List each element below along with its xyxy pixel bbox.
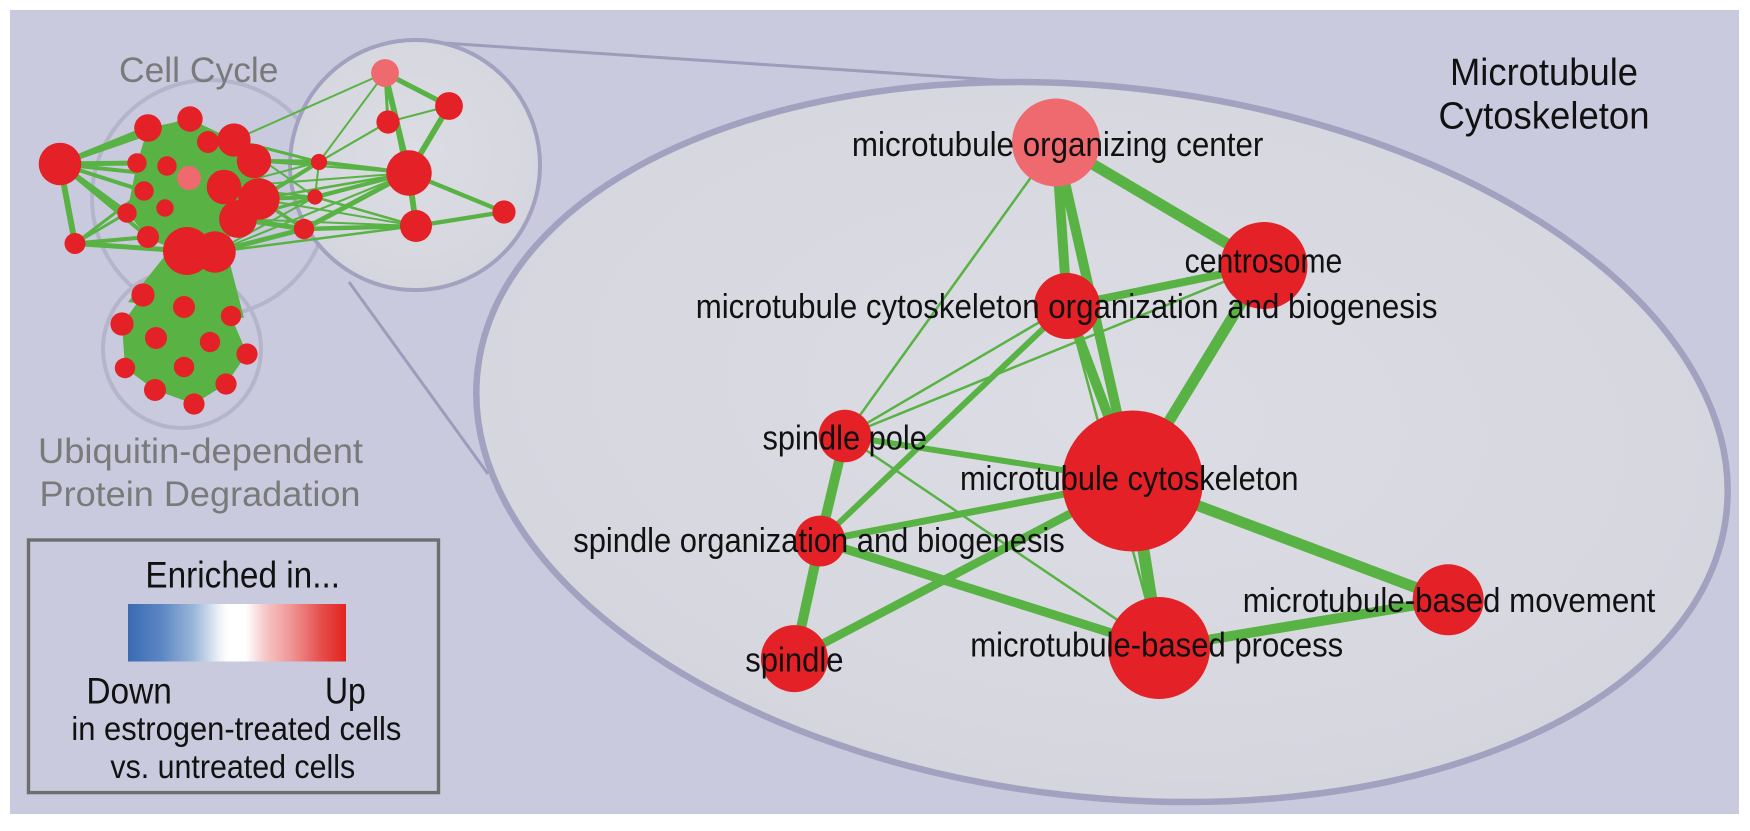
svg-text:Up: Up	[325, 671, 366, 712]
svg-text:microtubule-based process: microtubule-based process	[970, 627, 1343, 665]
svg-text:microtubule organizing center: microtubule organizing center	[852, 126, 1264, 164]
svg-text:Ubiquitin-dependent: Ubiquitin-dependent	[38, 431, 363, 471]
svg-text:microtubule cytoskeleton organ: microtubule cytoskeleton organization an…	[696, 288, 1438, 326]
svg-text:microtubule cytoskeleton: microtubule cytoskeleton	[960, 460, 1299, 498]
svg-text:centrosome: centrosome	[1185, 243, 1343, 281]
svg-text:microtubule-based movement: microtubule-based movement	[1243, 582, 1656, 620]
svg-text:Enriched in...: Enriched in...	[145, 555, 340, 596]
svg-text:Down: Down	[86, 671, 171, 712]
svg-text:Cell Cycle: Cell Cycle	[119, 50, 279, 90]
svg-text:Cytoskeleton: Cytoskeleton	[1439, 95, 1650, 137]
svg-text:Protein Degradation: Protein Degradation	[40, 474, 361, 514]
svg-text:spindle organization and bioge: spindle organization and biogenesis	[573, 522, 1065, 560]
svg-text:spindle: spindle	[745, 642, 843, 680]
svg-text:spindle pole: spindle pole	[763, 419, 927, 457]
svg-text:Microtubule: Microtubule	[1450, 52, 1638, 94]
svg-text:in estrogen-treated cells: in estrogen-treated cells	[71, 710, 401, 747]
svg-text:vs. untreated cells: vs. untreated cells	[110, 748, 355, 785]
